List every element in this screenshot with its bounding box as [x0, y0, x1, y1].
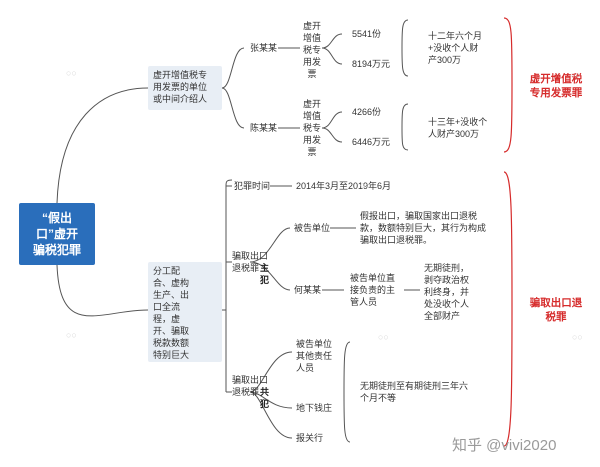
accomplice-suffix: 共 犯	[260, 387, 270, 409]
chen-count: 4266份	[352, 107, 382, 117]
scatter-mark-icon: ○○	[66, 330, 77, 340]
accomplice-sentence: 无期徒刑至有期徒刑三年六 个月不等	[360, 381, 469, 403]
main-label: 骗取出口 退税罪	[232, 250, 268, 274]
bracket-chen-sentence	[401, 103, 409, 151]
zhang-count: 5541份	[352, 29, 382, 39]
main-suffix: 主 犯	[260, 263, 270, 285]
accomplice-item: 报关行	[296, 433, 324, 443]
accomplice-item: 地下钱庄	[296, 403, 333, 413]
main-unit: 被告单位	[294, 223, 331, 233]
connector-branch2-top-curve	[225, 179, 233, 187]
bracket-accomplice	[343, 341, 351, 443]
root-node[interactable]: “假出 口”虚开 骗税犯罪	[19, 203, 95, 265]
chen-sentence: 十三年+没收个 人财产300万	[428, 117, 488, 139]
scatter-mark-icon: ○○	[66, 68, 77, 78]
zhang-sentence: 十二年六个月 +没收个人财 产300万	[428, 31, 483, 65]
main-person: 何某某	[294, 285, 322, 295]
zhang-item: 虚开 增值 税专 用发 票	[302, 21, 321, 79]
time-label: 犯罪时间	[234, 181, 271, 191]
watermark: 知乎 @vivi2020	[452, 437, 557, 454]
scatter-mark-icon: ○○	[570, 70, 581, 80]
connector-branch2-spine	[222, 186, 227, 392]
bracket-category2	[503, 171, 513, 447]
scatter-mark-icon: ○○	[360, 180, 371, 190]
branch2-box[interactable]: 分工配 合、虚构 生产、出 口全流 程，虚 开、骗取 税款数额 特别巨大	[148, 262, 222, 362]
connector-main-split	[249, 227, 291, 291]
time-value: 2014年3月至2019年6月	[296, 181, 392, 191]
zhang-name: 张某某	[250, 43, 278, 53]
accomplice-label: 骗取出口 退税罪	[232, 375, 269, 397]
main-person-desc: 被告单位直 接负责的主 管人员	[350, 273, 396, 307]
main-label-text: 骗取出口 退税罪	[232, 251, 269, 273]
bracket-zhang-sentence	[401, 19, 409, 77]
connector-branch1-split	[221, 47, 245, 129]
scatter-mark-icon: ○○	[572, 332, 583, 342]
connector-root-branch2	[56, 264, 149, 317]
chen-amount: 6446万元	[352, 137, 391, 147]
connector-root-branch1	[56, 87, 149, 204]
connector-chen-values	[321, 111, 343, 143]
main-unit-desc: 假报出口，骗取国家出口退税 款，数额特别巨大，其行为构成 骗取出口退税罪。	[360, 211, 487, 245]
chen-item: 虚开 增值 税专 用发 票	[302, 99, 321, 157]
zhang-amount: 8194万元	[352, 59, 391, 69]
scatter-mark-icon: ○○	[378, 332, 389, 342]
branch1-box[interactable]: 虚开增值税专 用发票的单位 或中间介绍人	[148, 66, 222, 110]
category2-label: 骗取出口退 税罪	[529, 297, 583, 323]
category1-label: 虚开增值税 专用发票罪	[529, 73, 583, 99]
main-sentence: 无期徒刑， 剥夺政治权 利终身，并 处没收个人 全部财产	[424, 263, 470, 321]
accomplice-item: 被告单位 其他责任 人员	[296, 339, 333, 373]
chen-name: 陈某某	[250, 123, 278, 133]
connector-accomplice-split	[249, 351, 293, 439]
bracket-category1	[503, 17, 513, 153]
connector-zhang-values	[321, 33, 343, 65]
